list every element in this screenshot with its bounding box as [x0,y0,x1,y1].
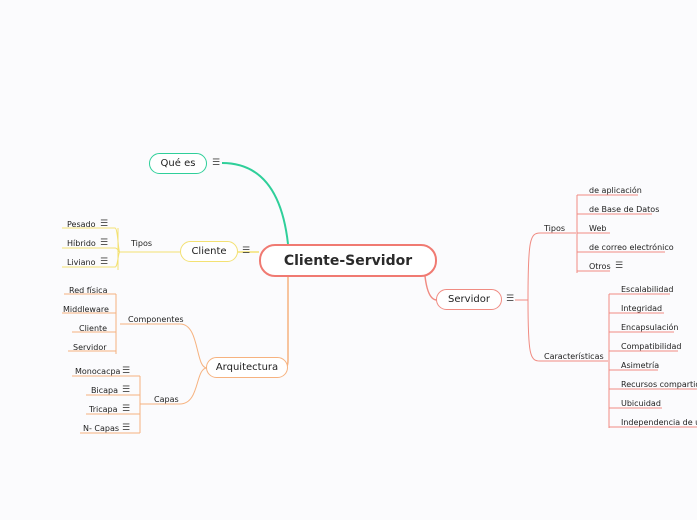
subtopic-caracteristicas[interactable]: Características [544,352,604,361]
cliente-tipo-liviano[interactable]: Liviano [67,258,96,267]
capa-tricapa[interactable]: Tricapa [89,405,118,414]
capa-monocacpa[interactable]: Monocacpa [75,367,121,376]
caracteristica-escalabilidad[interactable]: Escalabilidad [621,285,674,294]
link-servidor-branches [515,232,608,362]
subtopic-cliente-tipos[interactable]: Tipos [131,239,153,248]
subtopic-servidor-tipos[interactable]: Tipos [544,224,566,233]
link-capas-items [72,375,141,434]
notes-icon[interactable]: ☰ [242,246,251,256]
componente-servidor[interactable]: Servidor [73,343,107,352]
notes-icon[interactable]: ☰ [122,385,131,395]
servidor-tipo-correo[interactable]: de correo electrónico [589,243,674,252]
topic-cliente[interactable]: Cliente [180,241,238,262]
link-tipos-items [576,194,665,273]
link-componentes-items [62,293,117,354]
notes-icon[interactable]: ☰ [506,294,515,304]
cliente-tipo-pesado[interactable]: Pesado [67,220,96,229]
caracteristica-independencia[interactable]: Independencia de ubi [621,418,697,427]
caracteristica-encapsulacion[interactable]: Encapsulación [621,323,679,332]
link-capas [140,367,208,405]
servidor-tipo-web[interactable]: Web [589,224,607,233]
link-componentes [120,323,208,369]
servidor-tipo-aplicacion[interactable]: de aplicación [589,186,642,195]
link-arquitectura [279,277,289,369]
notes-icon[interactable]: ☰ [122,423,131,433]
cliente-tipo-hibrido[interactable]: Híbrido [67,239,96,248]
componente-cliente[interactable]: Cliente [79,324,108,333]
notes-icon[interactable]: ☰ [100,219,109,229]
caracteristica-asimetria[interactable]: Asimetría [621,361,660,370]
central-topic[interactable]: Cliente-Servidor [259,244,437,277]
componente-red-fisica[interactable]: Red física [69,286,108,295]
notes-icon[interactable]: ☰ [615,261,624,271]
notes-icon[interactable]: ☰ [100,257,109,267]
topic-arquitectura[interactable]: Arquitectura [206,357,288,378]
notes-icon[interactable]: ☰ [122,366,131,376]
topic-que-es[interactable]: Qué es [149,153,207,174]
servidor-tipo-base-datos[interactable]: de Base de Datos [589,205,660,214]
subtopic-componentes[interactable]: Componentes [128,315,184,324]
subtopic-capas[interactable]: Capas [154,395,179,404]
caracteristica-integridad[interactable]: Integridad [621,304,663,313]
notes-icon[interactable]: ☰ [122,404,131,414]
capa-n-capas[interactable]: N- Capas [83,424,120,433]
servidor-tipo-otros[interactable]: Otros [589,262,611,271]
caracteristica-compatibilidad[interactable]: Compatibilidad [621,342,682,351]
caracteristica-ubicuidad[interactable]: Ubicuidad [621,399,661,408]
notes-icon[interactable]: ☰ [100,238,109,248]
capa-bicapa[interactable]: Bicapa [91,386,118,395]
topic-servidor[interactable]: Servidor [436,289,502,310]
notes-icon[interactable]: ☰ [212,158,221,168]
caracteristica-recursos-compartidos[interactable]: Recursos compartidos [621,380,697,389]
link-que-es [221,162,289,245]
componente-middleware[interactable]: Middleware [63,305,109,314]
link-caracteristicas-items [608,293,697,428]
link-cliente-items [62,227,121,270]
